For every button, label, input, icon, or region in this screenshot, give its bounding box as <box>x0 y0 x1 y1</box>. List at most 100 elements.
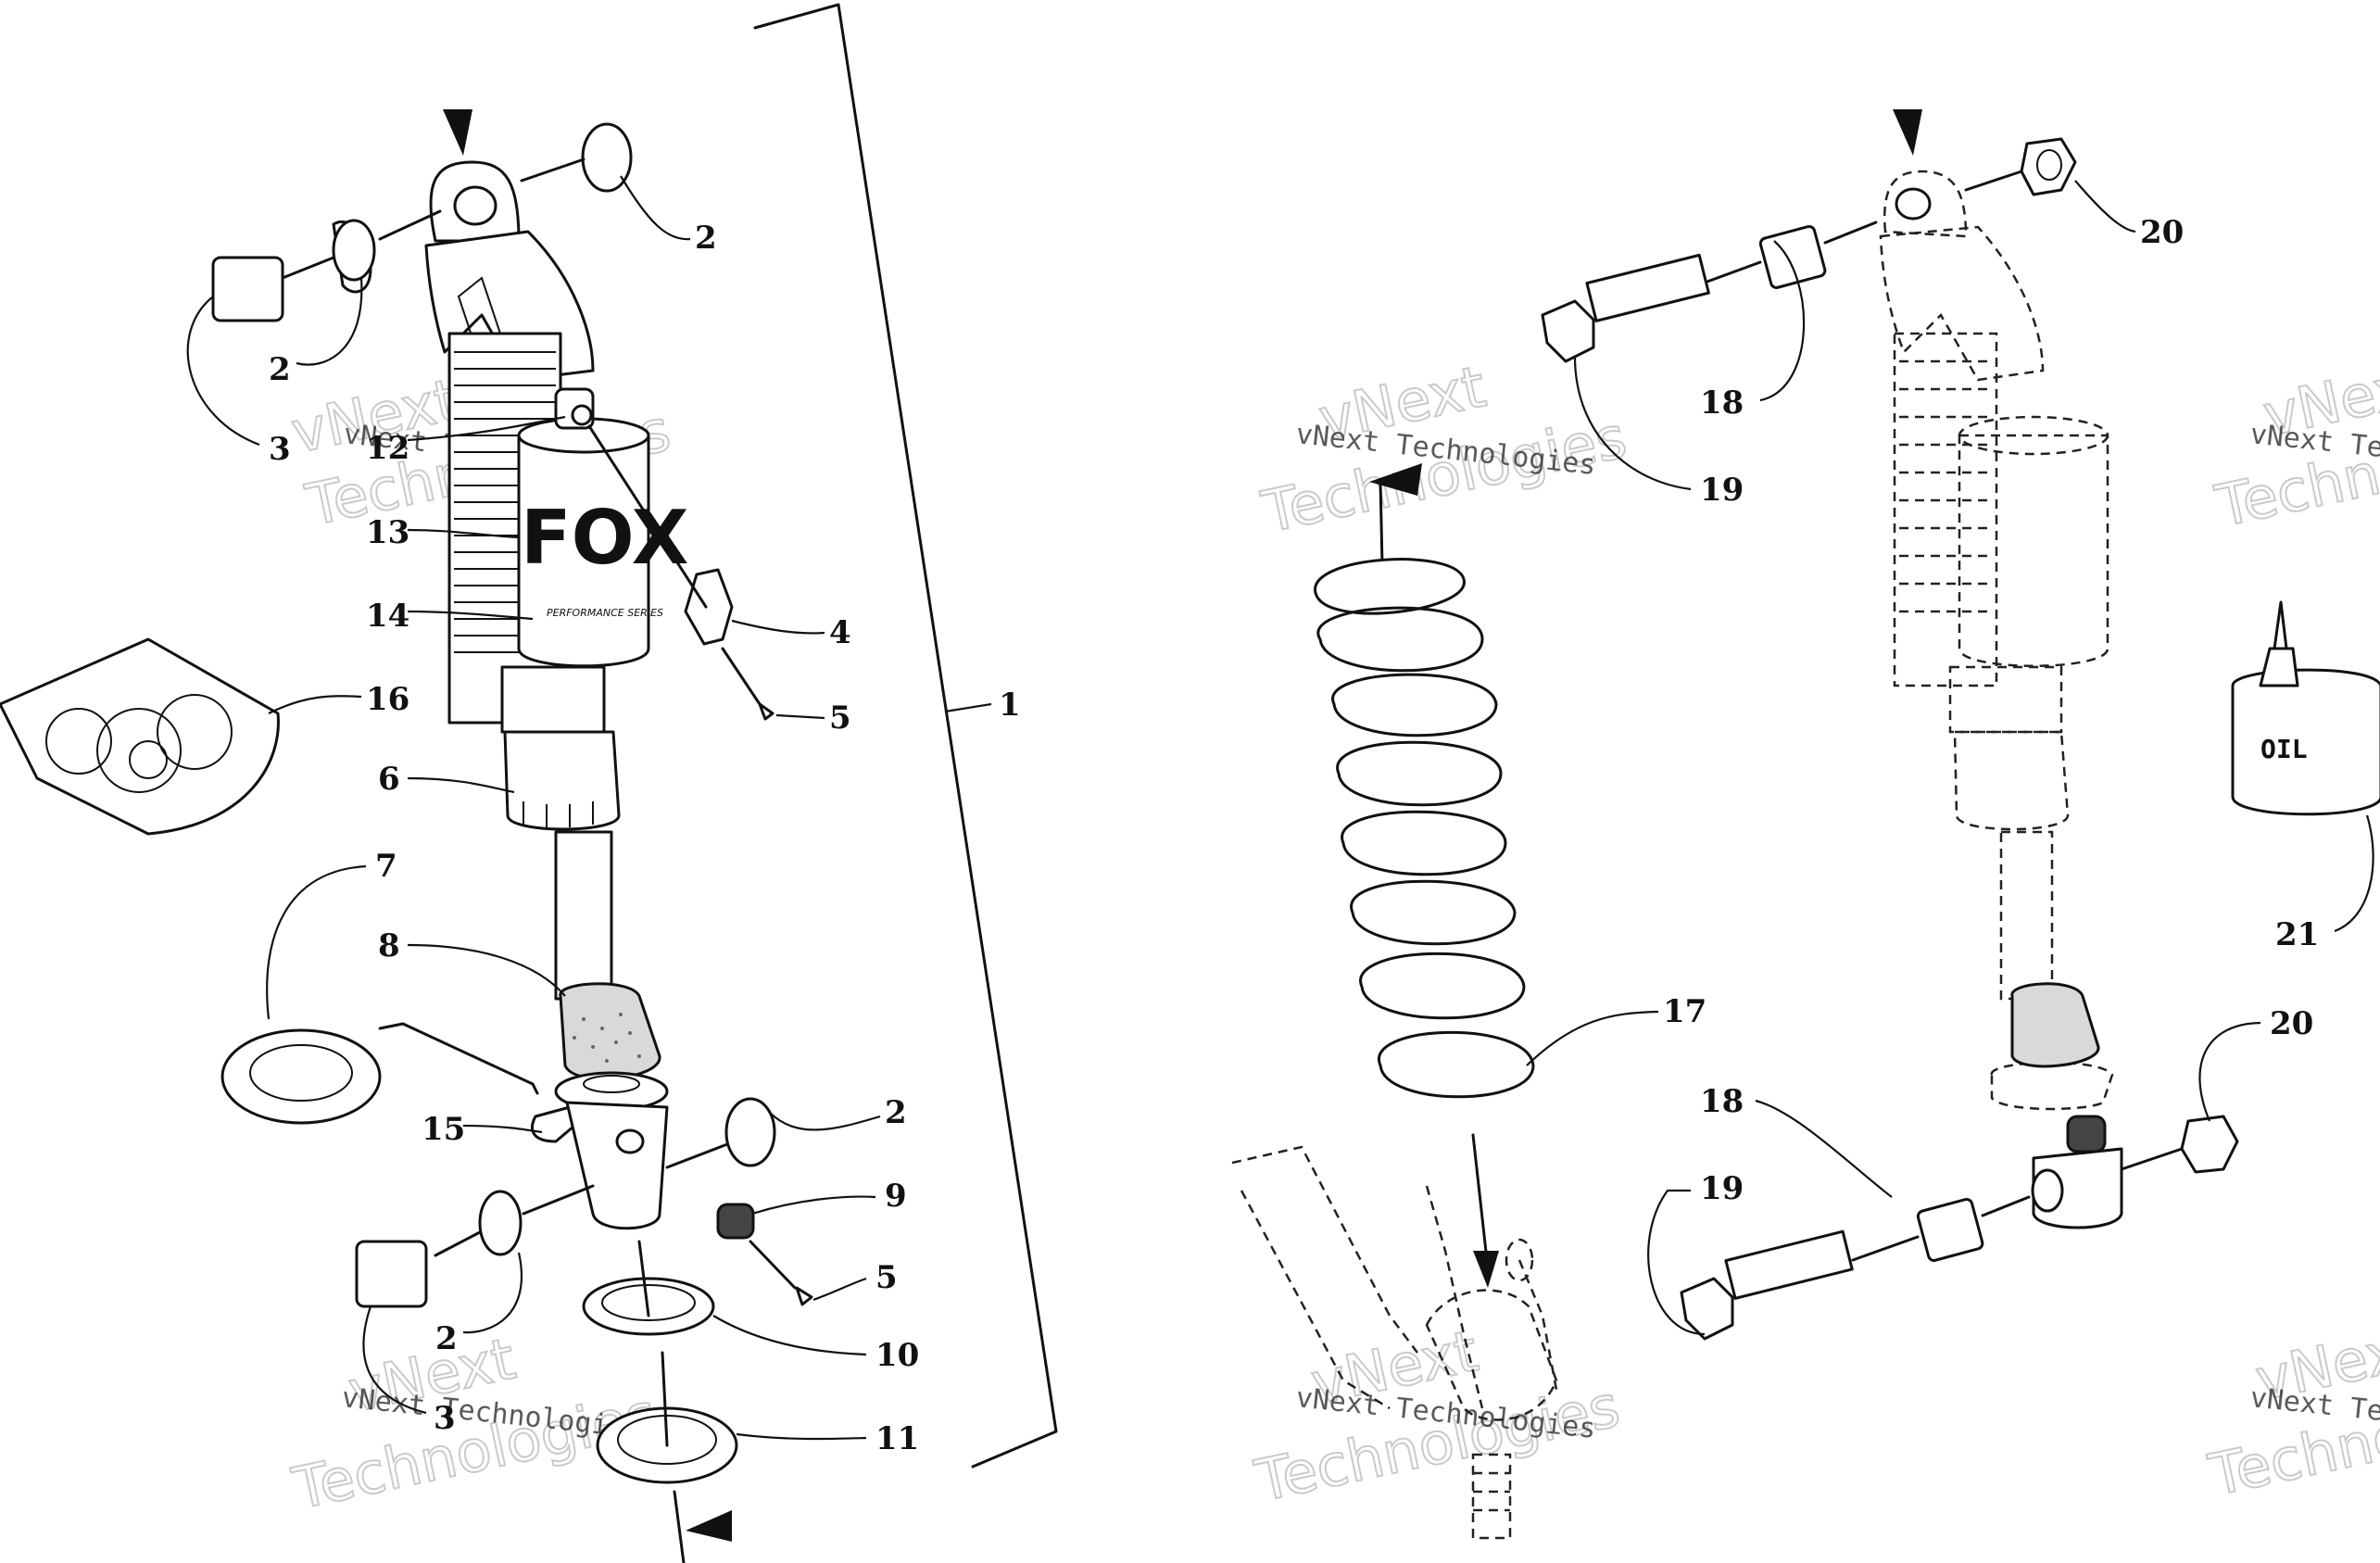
assembly-bracket <box>753 3 1058 1468</box>
seat-inner <box>583 1075 640 1093</box>
spring-assembly <box>1231 463 1558 1540</box>
callout-3: 3 <box>434 1400 456 1437</box>
bump-cap <box>503 730 621 831</box>
nut-axis-upper <box>637 1240 650 1317</box>
knob-axis <box>587 424 708 609</box>
bushing-top-right <box>581 122 633 193</box>
callout-20: 20 <box>2270 1005 2313 1042</box>
nut-axis-bottom-right <box>2120 1147 2184 1171</box>
bumper-texture <box>573 1013 641 1063</box>
bushing-axis-bl <box>434 1230 482 1257</box>
bolt-top <box>1541 253 1710 363</box>
spring-coil <box>1314 558 1466 615</box>
bolt-axis-bottom <box>1851 1235 1920 1262</box>
lock-ring-inner <box>601 1284 696 1321</box>
lower-eye-bore <box>615 1128 645 1154</box>
callout-19: 19 <box>1700 1170 1744 1207</box>
oil-bottle-label: OIL <box>2260 734 2308 764</box>
jounce-bumper <box>559 982 661 1080</box>
spring-retainer-ring <box>220 1028 382 1125</box>
bolt-bottom <box>1680 1229 1854 1341</box>
callout-9: 9 <box>885 1178 907 1215</box>
bushing-axis-br <box>665 1142 729 1169</box>
nut-axis-lower <box>661 1351 669 1447</box>
spacer-axis-top <box>1823 221 1878 245</box>
nut-axis-bottom <box>673 1490 686 1563</box>
shock-phantom <box>1879 170 2114 1111</box>
reservoir-brand-logo: FOX <box>521 495 688 581</box>
lower-eye <box>565 1101 669 1230</box>
shock-assembly-left: FOX PERFORMANCE SERIES <box>0 3 1058 1563</box>
callout-18: 18 <box>1700 384 1744 422</box>
flange-nut-top <box>2020 137 2077 196</box>
lower-body <box>500 665 606 734</box>
compression-adjuster <box>716 1203 755 1240</box>
oil-bottle-cap <box>2259 647 2299 687</box>
bolt-axis-top <box>1703 260 1762 284</box>
bump-cap-slots <box>523 801 594 827</box>
bushing-axis-right <box>520 158 586 183</box>
callout-2: 2 <box>435 1320 458 1357</box>
callouts-left: 1 2 2 2 2 3 3 4 5 5 6 7 8 9 10 11 12 13 <box>186 175 1021 1457</box>
bushing-sleeve-top-left <box>211 256 284 322</box>
bolt-bottom-head <box>1680 1277 1734 1341</box>
retainer-path <box>378 1022 539 1095</box>
bolt-bottom-shank <box>1724 1229 1854 1300</box>
retainer-inner <box>249 1044 353 1102</box>
screw-lower-axis <box>749 1240 797 1290</box>
bushing-axis-bm <box>522 1184 595 1216</box>
bushing-axis-left <box>281 256 335 280</box>
screw-upper <box>758 702 774 721</box>
adjuster-right <box>2066 1115 2107 1153</box>
bushing-bottom-left <box>478 1190 523 1256</box>
flange-nut-top-bore <box>2036 149 2062 181</box>
spacer-top <box>1758 225 1827 289</box>
callout-12: 12 <box>366 430 409 467</box>
spring-coil <box>1377 1030 1535 1099</box>
callout-2: 2 <box>269 351 291 388</box>
spring-axis-bottom <box>1471 1133 1489 1262</box>
spacer-bottom <box>1916 1198 1984 1262</box>
oil-bottle-nozzle <box>2273 600 2288 650</box>
spring-coil <box>1350 879 1517 946</box>
spacer-axis-bottom <box>1981 1195 2031 1217</box>
lower-eye-bore-right <box>2031 1168 2064 1213</box>
callout-21: 21 <box>2275 916 2319 953</box>
seal-kit-oring <box>45 708 112 775</box>
spring-coil <box>1336 740 1503 807</box>
spring-coil <box>1341 810 1507 876</box>
callout-19: 19 <box>1700 472 1744 509</box>
seal-kit-oring <box>96 708 182 793</box>
adjuster-knob <box>684 568 734 646</box>
coil-spring <box>1314 558 1535 1099</box>
bushing-sleeve-bottom-left <box>355 1240 428 1308</box>
spring-coil <box>1316 606 1484 673</box>
spring-coil <box>1359 952 1526 1020</box>
callout-8: 8 <box>378 927 400 964</box>
upper-eye-bore-right <box>1895 187 1932 221</box>
reservoir-series-text: PERFORMANCE SERIES <box>547 607 663 619</box>
callouts-middle: 17 <box>1526 993 1706 1066</box>
seal-kit-washer <box>129 740 168 779</box>
callout-13: 13 <box>366 514 409 551</box>
adjuster-nut-inner <box>617 1415 717 1465</box>
callout-5: 5 <box>875 1259 898 1296</box>
callout-3: 3 <box>269 431 291 468</box>
bushing-axis-mid <box>378 209 442 241</box>
callout-5: 5 <box>829 700 851 737</box>
callout-18: 18 <box>1700 1083 1744 1120</box>
bolt-top-head <box>1541 299 1595 363</box>
callout-17: 17 <box>1663 993 1706 1030</box>
callout-7: 7 <box>375 848 397 885</box>
seat-clip <box>531 1105 576 1143</box>
spring-coil <box>1331 673 1498 737</box>
seal-kit-bag <box>0 637 280 836</box>
seal-kit-oring <box>157 694 233 770</box>
upper-eye-bore <box>453 185 497 226</box>
callout-15: 15 <box>422 1111 465 1148</box>
orientation-arrow-right <box>1893 109 1922 156</box>
flange-nut-bottom <box>2180 1115 2239 1174</box>
bushing-bottom-right <box>724 1097 776 1167</box>
screw-upper-axis <box>721 647 762 706</box>
